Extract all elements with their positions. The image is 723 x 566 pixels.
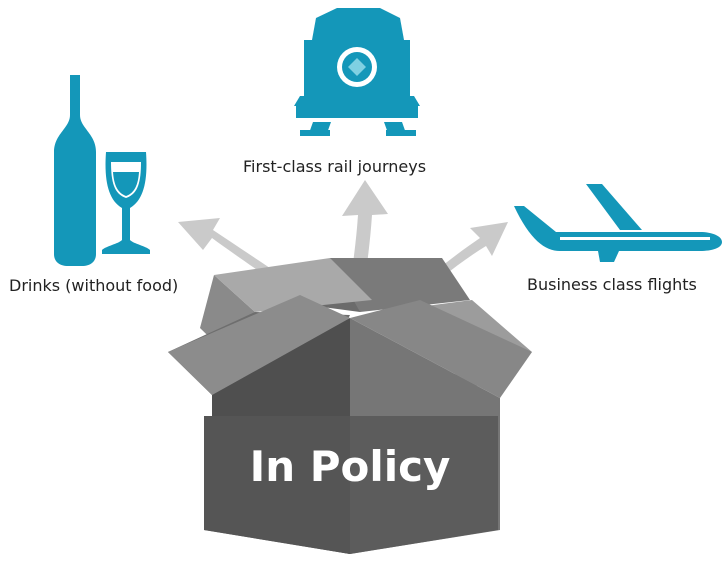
label-drinks-without-food: Drinks (without food) — [9, 276, 179, 295]
open-box-icon — [168, 258, 532, 554]
box-title-in-policy: In Policy — [249, 442, 451, 491]
wine-bottle-and-glass-icon — [54, 75, 150, 266]
airplane-icon — [514, 184, 722, 262]
train-icon — [294, 8, 420, 136]
label-business-class-flights: Business class flights — [527, 275, 697, 294]
label-first-class-rail-journeys: First-class rail journeys — [243, 157, 427, 176]
